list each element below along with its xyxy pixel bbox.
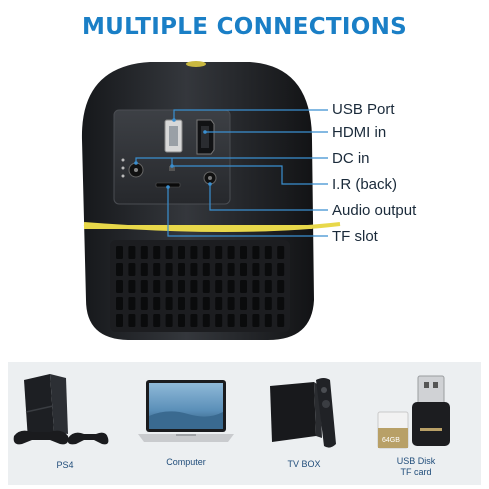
- vent-slot: [264, 263, 272, 276]
- vent-slot: [202, 297, 210, 310]
- vent-slot: [116, 314, 123, 327]
- vent-slot: [165, 280, 173, 293]
- vent-slot: [153, 280, 161, 293]
- vent-slot: [153, 314, 161, 327]
- vent-slot: [190, 297, 198, 310]
- vent-slot: [178, 280, 185, 293]
- vent-slot: [165, 314, 173, 327]
- vent-slot: [202, 314, 210, 327]
- vent-slot: [140, 246, 148, 259]
- page-title: MULTIPLE CONNECTIONS: [81, 14, 408, 40]
- device-label-tv-box: TV BOX: [287, 459, 321, 469]
- vent-slot: [128, 246, 136, 259]
- vent-slot: [215, 263, 223, 276]
- vent-slot: [128, 263, 136, 276]
- vent-slot: [140, 297, 148, 310]
- vent-slot: [153, 297, 161, 310]
- vent-slot: [215, 314, 223, 327]
- vent-slot: [264, 246, 272, 259]
- ir-sensor: [169, 166, 175, 171]
- vent-slot: [140, 263, 148, 276]
- vent-slot: [252, 297, 260, 310]
- callout-tf-slot: TF slot: [332, 228, 378, 245]
- vent-slot: [190, 280, 198, 293]
- callout-audio-output: Audio output: [332, 202, 417, 219]
- svg-text:64GB: 64GB: [382, 437, 400, 444]
- vent-slot: [264, 297, 272, 310]
- vent-slot: [227, 280, 235, 293]
- device-label-usb-disk: USB Disk TF card: [371, 456, 461, 478]
- vent-slot: [240, 297, 247, 310]
- vent-slot: [277, 246, 285, 259]
- vent-grill: [110, 240, 290, 332]
- vent-slot: [128, 280, 136, 293]
- vent-slot: [240, 246, 247, 259]
- vent-slot: [190, 314, 198, 327]
- vent-slot: [165, 263, 173, 276]
- vent-slot: [116, 280, 123, 293]
- vent-slot: [128, 314, 136, 327]
- vent-slot: [153, 246, 161, 259]
- usb-disk-icon: 64GB: [377, 375, 450, 449]
- vent-slot: [252, 263, 260, 276]
- vent-slot: [240, 314, 247, 327]
- vent-slot: [215, 297, 223, 310]
- vent-slot: [227, 246, 235, 259]
- vent-slot: [215, 280, 223, 293]
- callout-ir-back: I.R (back): [332, 176, 398, 193]
- callout-usb-port: USB Port: [332, 101, 395, 118]
- projector-illustration: [81, 61, 341, 340]
- vent-slot: [116, 246, 123, 259]
- vent-slot: [128, 297, 136, 310]
- vent-slot: [277, 280, 285, 293]
- vent-slot: [277, 263, 285, 276]
- vent-slot: [190, 263, 198, 276]
- vent-slot: [252, 246, 260, 259]
- vent-slot: [240, 263, 247, 276]
- vent-slot: [153, 263, 161, 276]
- device-label-ps4: PS4: [56, 460, 74, 470]
- laptop-icon: [138, 380, 234, 442]
- vent-slot: [252, 280, 260, 293]
- vent-slot: [202, 263, 210, 276]
- device-label-usb-disk-line1: USB Disk: [396, 456, 436, 466]
- vent-slot: [227, 297, 235, 310]
- vent-slot: [178, 263, 185, 276]
- vent-slot: [240, 280, 247, 293]
- vent-slot: [202, 246, 210, 259]
- vent-slot: [227, 314, 235, 327]
- callout-dc-in: DC in: [332, 150, 370, 167]
- vent-slot: [202, 280, 210, 293]
- vent-slot: [116, 263, 123, 276]
- vent-slot: [277, 297, 285, 310]
- vent-slot: [277, 314, 285, 327]
- game-console-icon: [13, 374, 109, 445]
- vent-slot: [178, 297, 185, 310]
- vent-slot: [252, 314, 260, 327]
- vent-slot: [264, 280, 272, 293]
- vent-slot: [165, 297, 173, 310]
- device-label-tf-card-line2: TF card: [400, 467, 432, 477]
- vent-slot: [165, 246, 173, 259]
- vent-slot: [178, 314, 185, 327]
- vent-slot: [140, 280, 148, 293]
- device-label-computer: Computer: [166, 457, 206, 467]
- vent-slot: [140, 314, 148, 327]
- vent-slot: [264, 314, 272, 327]
- vent-slot: [227, 263, 235, 276]
- vent-slot: [190, 246, 198, 259]
- callout-hdmi-in: HDMI in: [332, 124, 387, 141]
- vent-slot: [178, 246, 185, 259]
- vent-slot: [215, 246, 223, 259]
- vent-slot: [116, 297, 123, 310]
- tv-box-icon: [270, 378, 336, 448]
